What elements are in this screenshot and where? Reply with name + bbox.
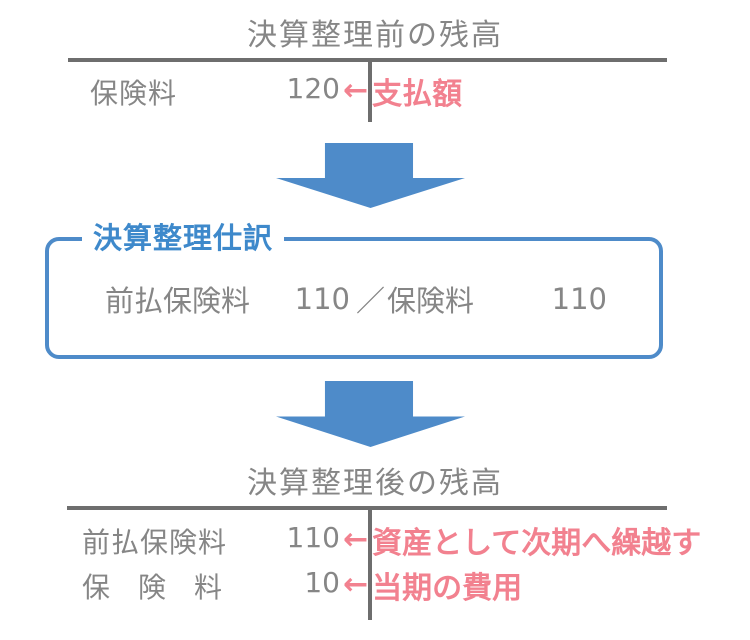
after-taccount-top-line <box>67 506 667 510</box>
after-amount-value: 110 <box>286 521 340 554</box>
before-note-label: 支払額 <box>372 77 463 112</box>
after-note-label: 当期の費用 <box>372 571 523 606</box>
journal-debit-amount: 110 <box>294 282 350 316</box>
after-title: 決算整理後の残高 <box>247 466 503 501</box>
before-title: 決算整理前の残高 <box>247 18 503 53</box>
journal-credit-account: 保険料 <box>387 284 475 318</box>
journal-separator: ／ <box>356 284 386 318</box>
left-arrow-icon: ← <box>343 567 369 602</box>
left-arrow-icon: ← <box>343 522 369 557</box>
after-amount-value: 10 <box>304 566 340 599</box>
after-note: ← 資産として次期へ繰越す <box>343 518 701 562</box>
before-taccount-divider-line <box>368 58 372 122</box>
journal-debit-account: 前払保険料 <box>105 284 251 318</box>
down-arrow-icon <box>276 381 465 447</box>
before-taccount-top-line <box>68 58 667 62</box>
journal-box-legend: 決算整理仕訳 <box>82 221 285 255</box>
journal-entry-line: 前払保険料 110 ／ 保険料 110 <box>105 282 608 318</box>
before-account-label: 保険料 <box>90 77 178 110</box>
journal-credit-amount: 110 <box>551 282 608 316</box>
before-note: ← 支払額 <box>343 69 462 113</box>
after-account-label: 保険料 <box>82 571 251 604</box>
after-note: ← 当期の費用 <box>343 563 522 607</box>
left-arrow-icon: ← <box>343 73 369 108</box>
before-amount-value: 120 <box>286 72 340 105</box>
down-arrow-icon <box>276 143 465 208</box>
journal-entry-box <box>45 237 663 359</box>
after-account-label: 前払保険料 <box>82 526 228 559</box>
after-note-label: 資産として次期へ繰越す <box>372 526 702 561</box>
after-taccount-divider-line <box>368 506 372 620</box>
